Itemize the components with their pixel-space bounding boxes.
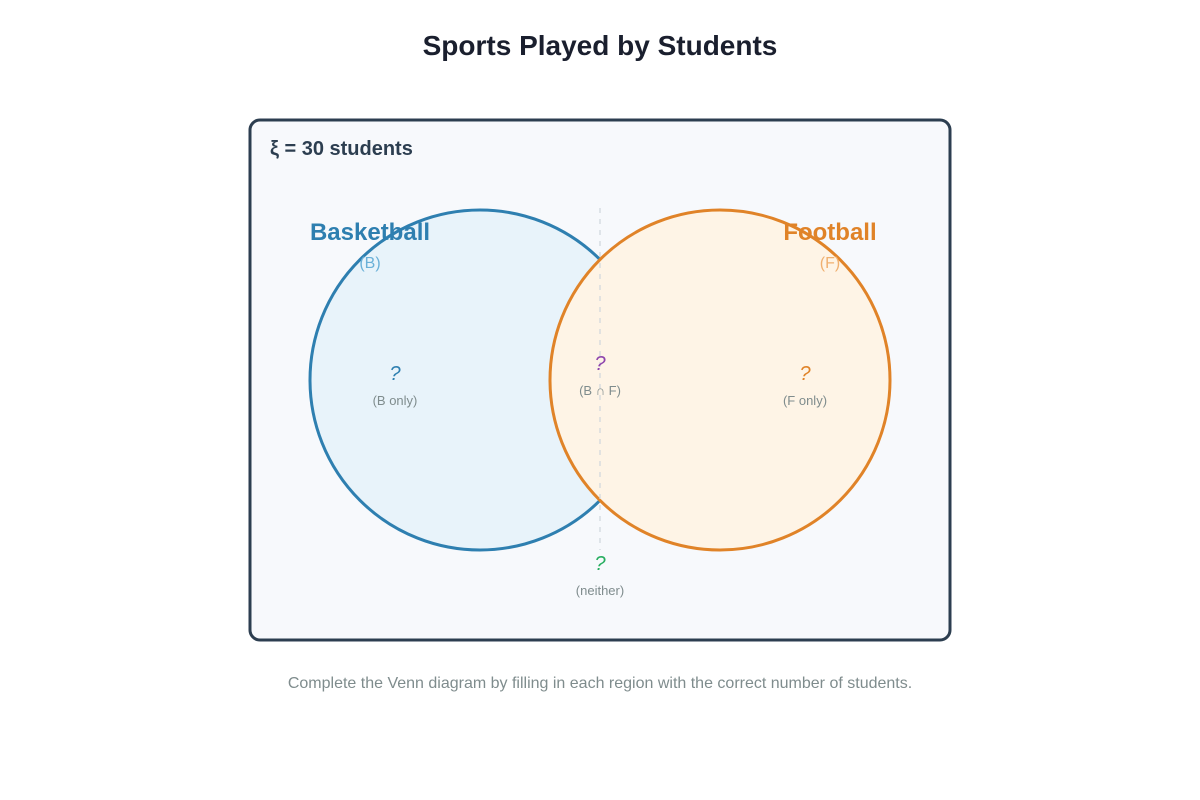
region-b-only-value[interactable]: ?	[389, 363, 401, 385]
universal-set-label: ξ = 30 students	[270, 138, 413, 160]
page-title: Sports Played by Students	[422, 30, 778, 61]
basketball-set-name: Basketball	[310, 219, 430, 246]
instructions-caption: Complete the Venn diagram by filling in …	[287, 675, 913, 692]
region-b-only-label: (B only)	[373, 393, 418, 408]
region-intersection-label: (B ∩ F)	[579, 383, 621, 398]
region-neither-label: (neither)	[576, 583, 624, 598]
region-intersection-value[interactable]: ?	[594, 353, 606, 375]
football-set-name: Football	[783, 219, 876, 246]
region-f-only-label: (F only)	[783, 393, 827, 408]
football-circle	[548, 208, 892, 552]
basketball-set-symbol: (B)	[359, 255, 380, 272]
region-neither-value[interactable]: ?	[594, 553, 606, 575]
region-f-only-value[interactable]: ?	[799, 363, 811, 385]
football-set-symbol: (F)	[820, 255, 840, 272]
